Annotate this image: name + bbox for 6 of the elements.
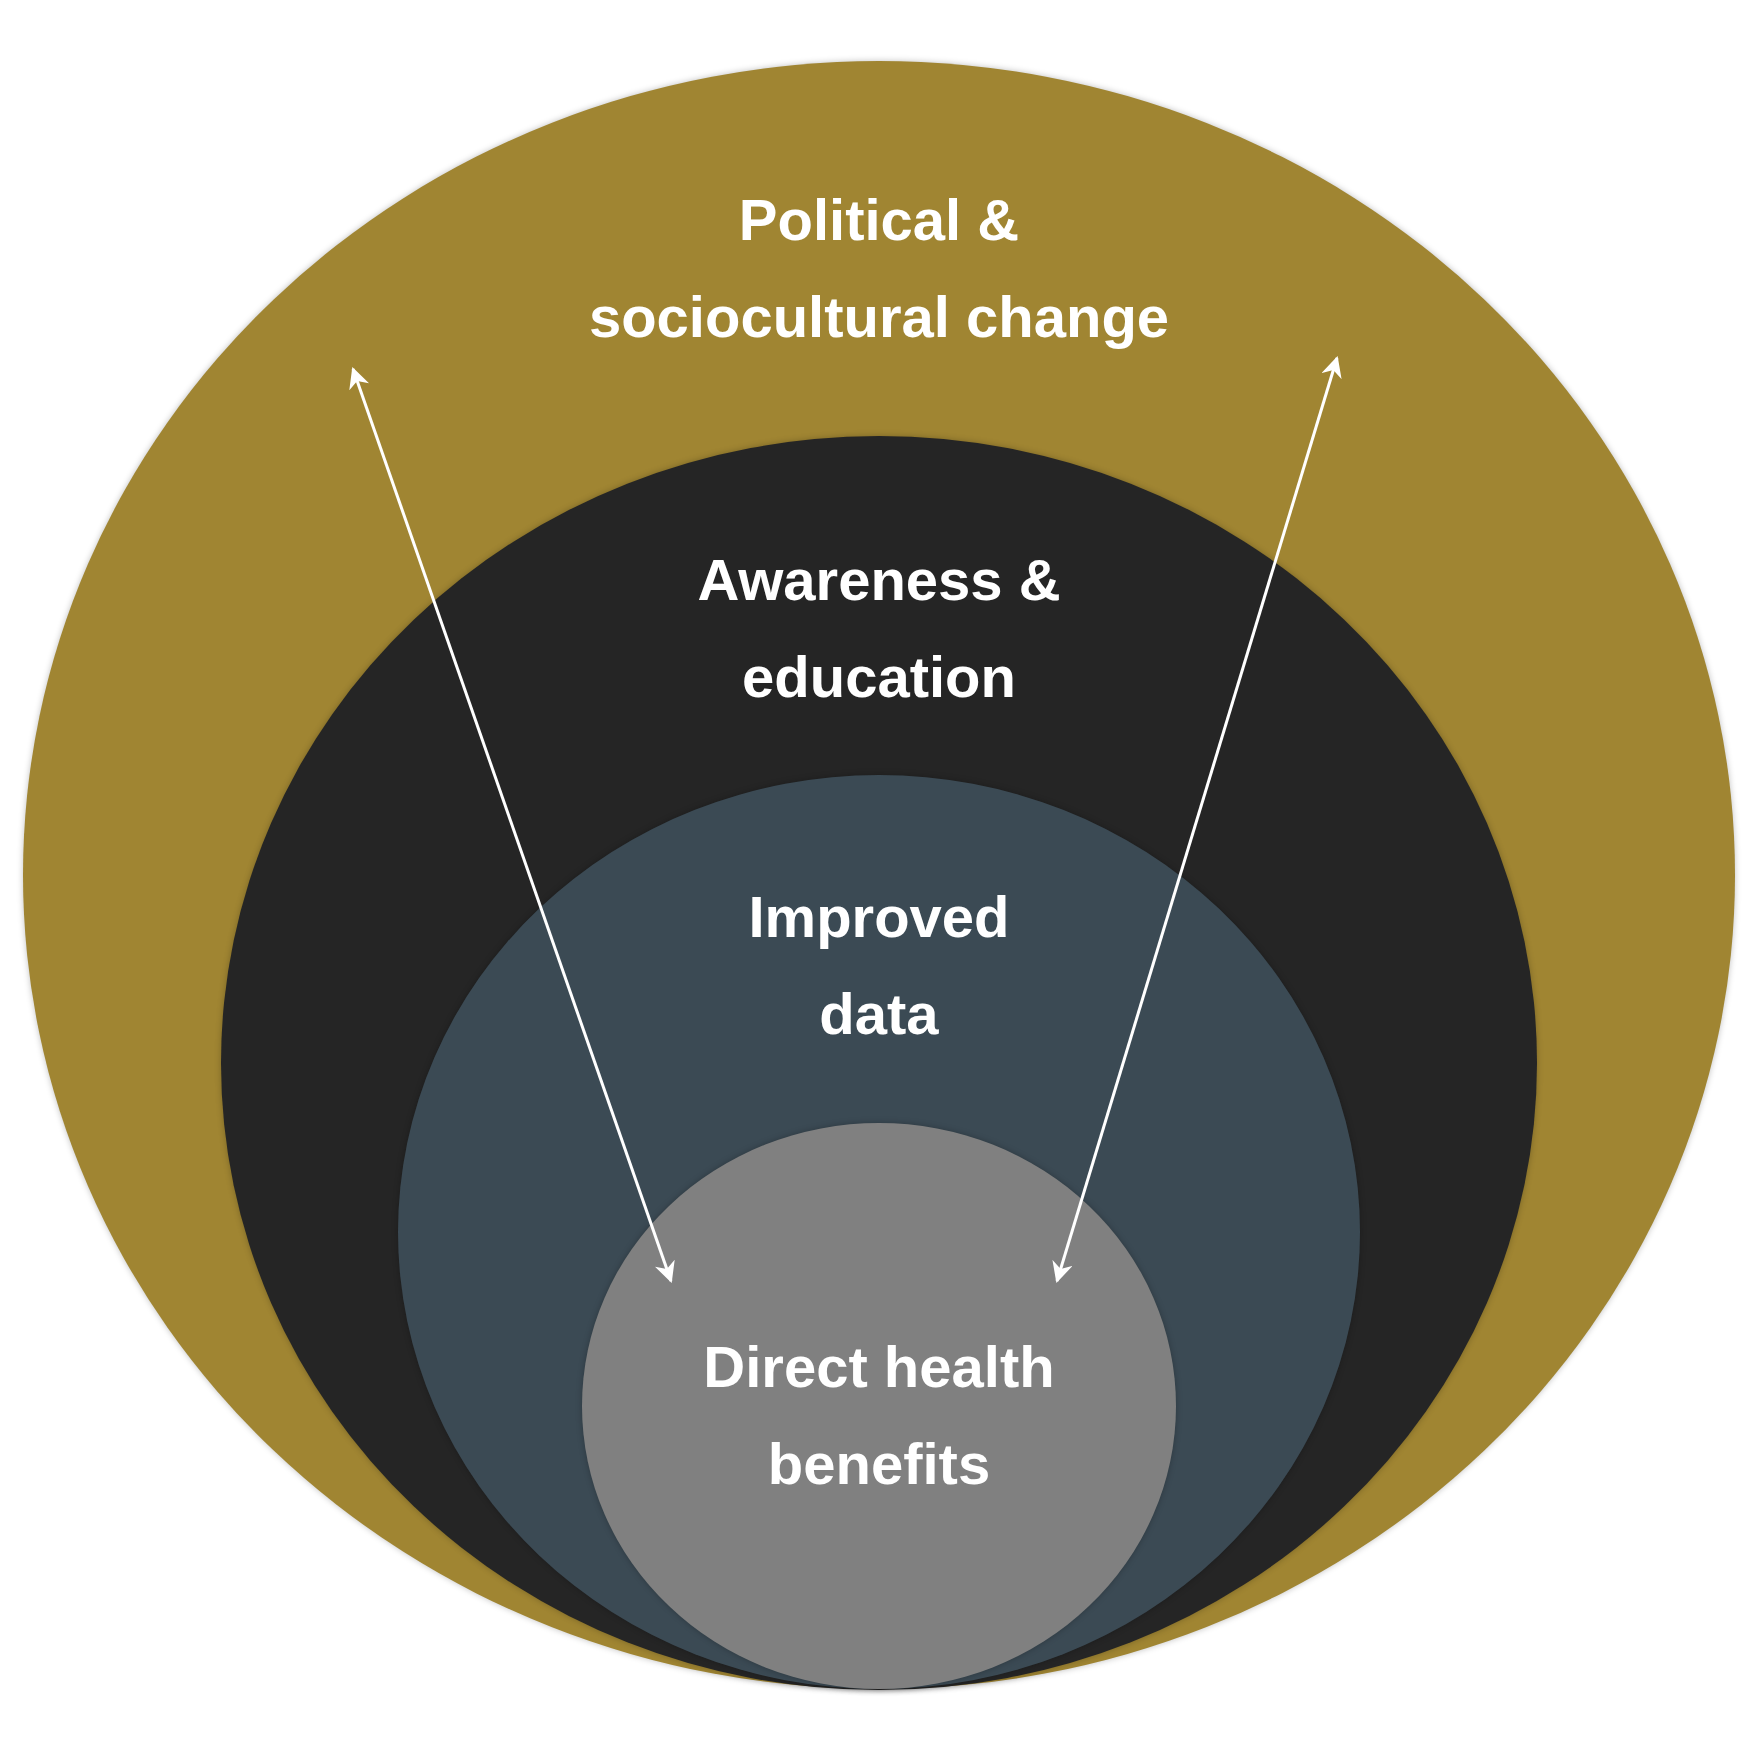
circle-label: Awareness & education [696,546,1062,711]
double-arrow [349,367,675,1283]
double-arrow [1052,356,1342,1283]
circle-label: Political & sociocultural change [587,186,1171,351]
circle-label: Direct health benefits [702,1333,1056,1498]
circle-label: Improved data [747,883,1011,1048]
